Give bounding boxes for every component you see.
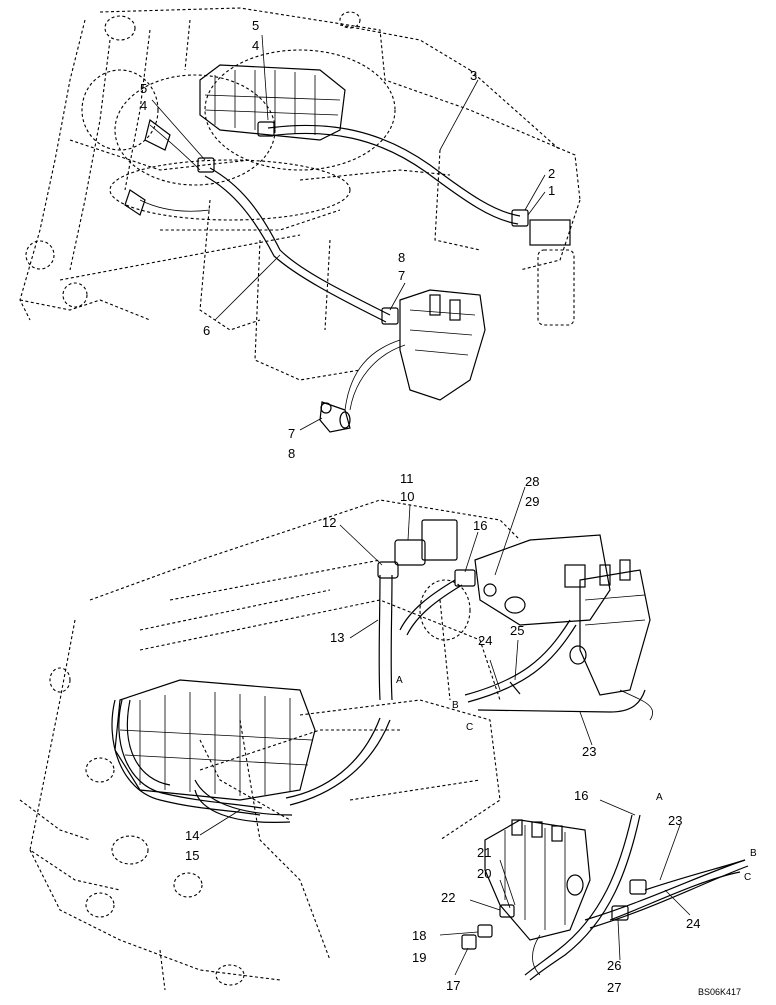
fitting-10-11 — [394, 519, 458, 566]
callout-26: 26 — [607, 958, 621, 973]
callout-15: 15 — [185, 848, 199, 863]
pump-assembly — [474, 534, 611, 626]
hose-6 — [204, 167, 391, 323]
lower-leader-lines — [199, 486, 593, 836]
detail-fittings — [461, 904, 515, 950]
callout-5-left: 5 — [140, 81, 147, 96]
fittings-upper — [197, 121, 571, 325]
callout-18: 18 — [412, 928, 426, 943]
callout-24-detail: 24 — [686, 916, 700, 931]
callout-29: 29 — [525, 494, 539, 509]
callout-27: 27 — [607, 980, 621, 995]
callout-23-detail: 23 — [668, 813, 682, 828]
callout-11: 11 — [400, 471, 414, 486]
callout-13: 13 — [330, 630, 344, 645]
callout-24-lower: 24 — [478, 633, 492, 648]
upper-control-valve — [344, 289, 486, 411]
callout-16-detail: 16 — [574, 788, 588, 803]
lower-view-frame — [19, 499, 521, 991]
callout-8-lower: 8 — [288, 446, 295, 461]
callout-5-upper: 5 — [252, 18, 259, 33]
callout-28: 28 — [525, 474, 539, 489]
callout-14: 14 — [185, 828, 199, 843]
callout-2: 2 — [548, 166, 555, 181]
callout-23-lower: 23 — [582, 744, 596, 759]
callout-16-lower: 16 — [473, 518, 487, 533]
connector-a-main: A — [396, 675, 403, 686]
lower-valve-bank — [114, 679, 316, 801]
drawing-reference: BS06K417 — [698, 987, 741, 997]
callout-10: 10 — [400, 489, 414, 504]
callout-6: 6 — [203, 323, 210, 338]
hoses-23-24-main — [464, 619, 646, 713]
detail-leader-lines — [439, 799, 691, 976]
tee-fitting-7-8 — [319, 401, 351, 433]
callout-22: 22 — [441, 890, 455, 905]
callout-4-left: 4 — [140, 98, 147, 113]
upper-valve-cluster — [124, 64, 346, 216]
callout-20: 20 — [477, 866, 491, 881]
connector-c-detail: C — [744, 872, 751, 883]
callout-3: 3 — [470, 68, 477, 83]
callout-8-upper: 8 — [398, 250, 405, 265]
callout-25: 25 — [510, 623, 524, 638]
detail-valve — [484, 819, 591, 941]
hose-3 — [267, 124, 521, 225]
callout-19: 19 — [412, 950, 426, 965]
connector-a-detail: A — [656, 792, 663, 803]
callout-21: 21 — [477, 845, 491, 860]
callout-4-upper: 4 — [252, 38, 259, 53]
detail-hoses — [524, 814, 749, 981]
callout-7-lower: 7 — [288, 426, 295, 441]
callout-1: 1 — [548, 183, 555, 198]
callout-12: 12 — [322, 515, 336, 530]
connector-c-main: C — [466, 722, 473, 733]
connector-b-detail: B — [750, 848, 757, 859]
hose-13 — [285, 561, 399, 806]
callout-7-upper: 7 — [398, 268, 405, 283]
connector-b-main: B — [452, 700, 459, 711]
hoses-14-15 — [111, 699, 293, 823]
hose-16 — [399, 569, 476, 636]
upper-leader-lines — [151, 34, 546, 431]
callout-17: 17 — [446, 978, 460, 993]
lower-control-valve — [569, 559, 653, 721]
upper-view-frame — [19, 7, 581, 381]
